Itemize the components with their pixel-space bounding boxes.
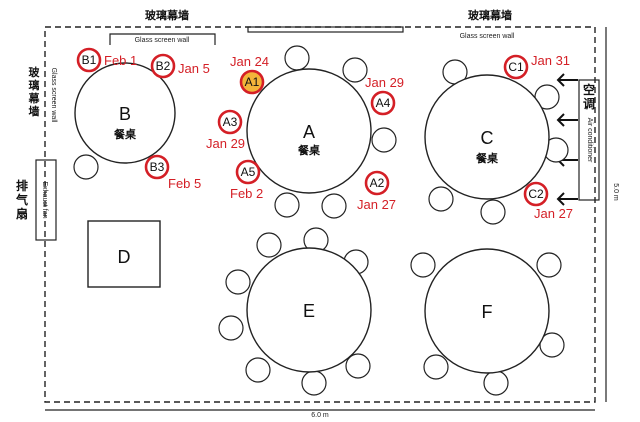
table-b: B 餐桌 bbox=[74, 62, 176, 164]
svg-text:E: E bbox=[303, 301, 315, 321]
airflow-arrow-1-icon bbox=[556, 73, 578, 87]
exhaust-fan-en-label: Exhaust fan bbox=[41, 182, 48, 219]
svg-text:C1: C1 bbox=[508, 60, 524, 74]
table-c: C 餐桌 bbox=[424, 74, 550, 200]
svg-text:B: B bbox=[119, 104, 131, 124]
marked-seat-b2: B2 Jan 5 bbox=[150, 53, 210, 79]
glass-wall-label-top-right: Glass screen wall bbox=[460, 33, 515, 40]
exhaust-fan bbox=[35, 159, 57, 241]
svg-text:F: F bbox=[482, 302, 493, 322]
svg-text:调: 调 bbox=[583, 97, 595, 111]
svg-text:B2: B2 bbox=[156, 59, 171, 73]
svg-text:扇: 扇 bbox=[16, 206, 28, 221]
svg-text:Jan 5: Jan 5 bbox=[178, 61, 210, 76]
marked-seat-c1: C1 Jan 31 bbox=[503, 53, 570, 80]
table-d: D bbox=[87, 220, 161, 288]
svg-text:Jan 27: Jan 27 bbox=[357, 197, 396, 212]
svg-text:Feb 5: Feb 5 bbox=[168, 176, 201, 191]
svg-text:Jan 31: Jan 31 bbox=[531, 53, 570, 68]
airflow-arrow-4-icon bbox=[556, 192, 578, 206]
table-e: E bbox=[246, 247, 372, 373]
airflow-arrow-2-icon bbox=[556, 113, 578, 127]
svg-text:餐桌: 餐桌 bbox=[475, 151, 499, 165]
dimension-width: 6.0 m bbox=[45, 409, 595, 419]
svg-text:A1: A1 bbox=[245, 75, 260, 89]
marked-seat-c2: C2 Jan 27 bbox=[523, 181, 573, 221]
svg-text:餐桌: 餐桌 bbox=[113, 127, 137, 141]
svg-text:A: A bbox=[303, 122, 315, 142]
wall-label-top-left: 玻璃幕墙 bbox=[145, 8, 189, 22]
air-conditioner-en-label: Air conditioner bbox=[586, 118, 593, 163]
svg-text:C: C bbox=[481, 128, 494, 148]
svg-text:C2: C2 bbox=[528, 187, 544, 201]
svg-text:Jan 29: Jan 29 bbox=[365, 75, 404, 90]
svg-text:A3: A3 bbox=[223, 115, 238, 129]
window-strip bbox=[247, 26, 404, 33]
svg-text:Jan 24: Jan 24 bbox=[230, 54, 269, 69]
marked-seat-a2: A2 Jan 27 bbox=[357, 170, 396, 212]
glass-wall-label-left: Glass screen wall bbox=[50, 68, 57, 123]
svg-text:璃: 璃 bbox=[29, 78, 40, 92]
svg-text:6.0 m: 6.0 m bbox=[311, 412, 329, 419]
svg-text:气: 气 bbox=[15, 192, 28, 207]
table-a: A 餐桌 bbox=[246, 68, 372, 194]
seats bbox=[73, 45, 569, 396]
table-f: F bbox=[424, 248, 550, 374]
marked-seat-b3: B3 Feb 5 bbox=[144, 154, 201, 191]
svg-text:空: 空 bbox=[583, 82, 595, 97]
svg-text:A4: A4 bbox=[376, 96, 391, 110]
marked-seat-b1: B1 Feb 1 bbox=[76, 47, 137, 73]
air-conditioner-cn-label: 空 调 bbox=[583, 82, 595, 111]
marked-seat-a3: A3 Jan 29 bbox=[206, 109, 245, 151]
marked-seat-a1: A1 Jan 24 bbox=[230, 54, 269, 95]
svg-text:D: D bbox=[118, 247, 131, 267]
exhaust-fan-cn-label: 排 气 扇 bbox=[15, 178, 28, 221]
glass-wall-label-top-left: Glass screen wall bbox=[135, 37, 190, 44]
wall-label-top-right: 玻璃幕墙 bbox=[468, 8, 512, 22]
marked-seat-a4: A4 Jan 29 bbox=[365, 75, 404, 116]
svg-text:B3: B3 bbox=[150, 160, 165, 174]
svg-text:B1: B1 bbox=[82, 53, 97, 67]
svg-text:玻: 玻 bbox=[29, 65, 41, 79]
svg-text:墙: 墙 bbox=[29, 104, 40, 118]
svg-text:餐桌: 餐桌 bbox=[297, 143, 321, 157]
glass-wall-bracket-left bbox=[109, 33, 216, 45]
svg-text:排: 排 bbox=[16, 178, 28, 193]
dimension-height: 5.0 m bbox=[605, 27, 619, 402]
svg-text:5.0 m: 5.0 m bbox=[612, 183, 619, 201]
air-conditioner bbox=[578, 79, 600, 201]
marked-seat-a5: A5 Feb 2 bbox=[230, 159, 263, 201]
svg-text:Jan 27: Jan 27 bbox=[534, 206, 573, 221]
svg-text:Feb 2: Feb 2 bbox=[230, 186, 263, 201]
svg-text:A5: A5 bbox=[241, 165, 256, 179]
svg-text:A2: A2 bbox=[370, 176, 385, 190]
svg-text:幕: 幕 bbox=[28, 91, 41, 105]
svg-text:Jan 29: Jan 29 bbox=[206, 136, 245, 151]
wall-label-left: 玻 璃 幕 墙 bbox=[28, 65, 41, 118]
svg-text:Feb 1: Feb 1 bbox=[104, 53, 137, 68]
